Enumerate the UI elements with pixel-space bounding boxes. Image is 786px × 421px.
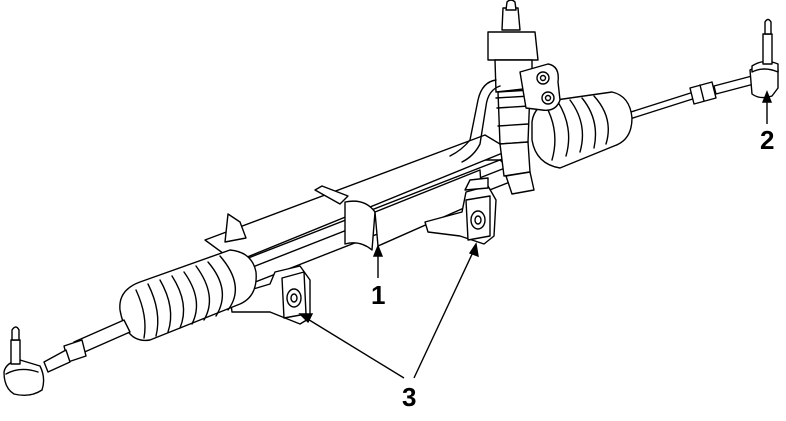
callout-1: 1	[371, 280, 386, 310]
right-tie-rod	[611, 75, 755, 125]
leader-line-1	[372, 244, 384, 278]
left-tie-rod	[43, 319, 131, 373]
hydraulic-fittings	[519, 63, 561, 111]
leader-line-3a	[298, 313, 405, 379]
leader-line-2	[761, 90, 773, 124]
leader-line-3b	[413, 242, 479, 379]
callout-2: 2	[760, 125, 775, 155]
housing-flange	[224, 213, 247, 243]
mount-bracket-right	[424, 177, 497, 245]
housing-flange	[314, 185, 349, 205]
left-boot	[119, 249, 257, 342]
hydraulic-tubes	[449, 79, 501, 163]
pinion-valve-housing	[487, 0, 539, 195]
left-tie-rod-end	[3, 326, 45, 397]
mount-bracket-left	[229, 265, 311, 325]
right-tie-rod-end	[749, 18, 779, 99]
callout-3: 3	[402, 382, 417, 412]
rack-housing	[204, 134, 521, 289]
